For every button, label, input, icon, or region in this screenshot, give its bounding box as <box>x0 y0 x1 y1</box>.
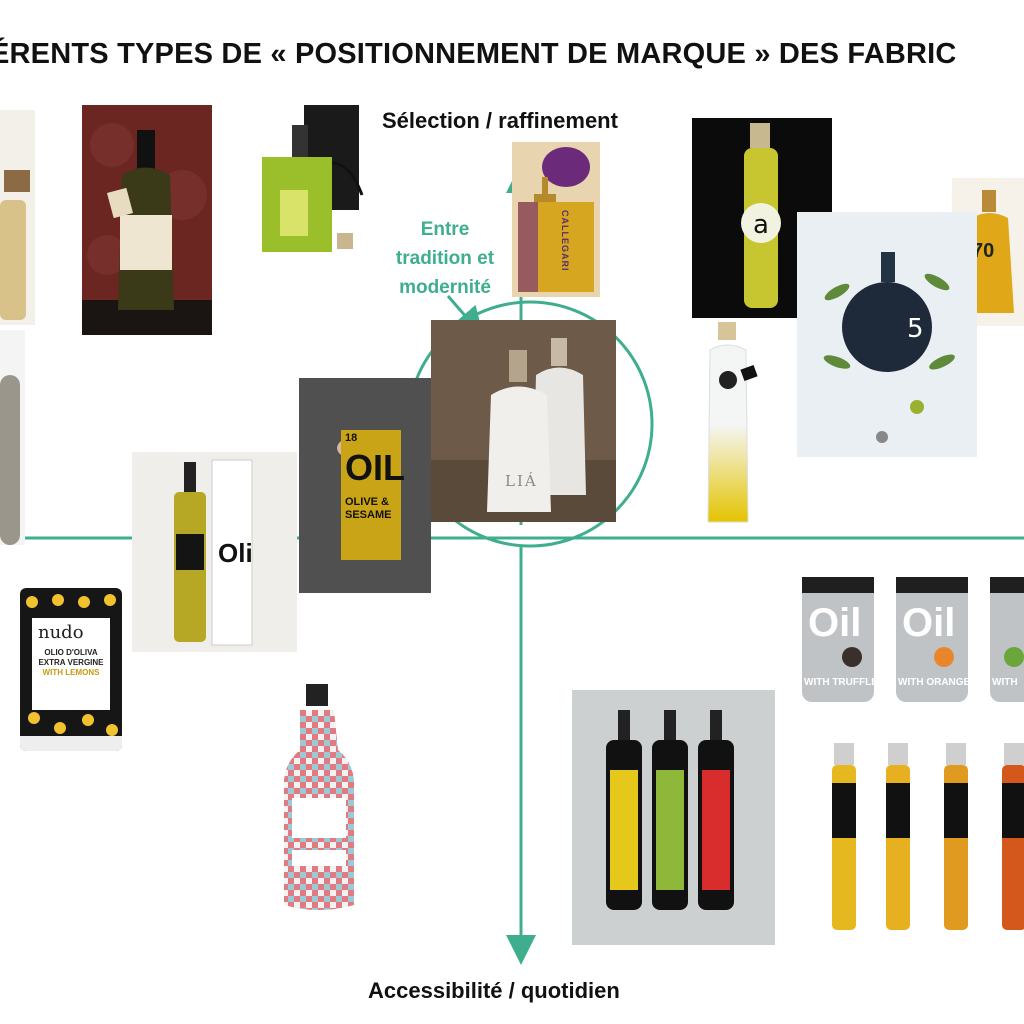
center-label-line: modernité <box>399 277 491 298</box>
seventy-label: 70 <box>972 240 995 262</box>
nudo-line: WITH LEMONS <box>42 668 100 677</box>
tin-oil-label: Oil <box>808 601 862 645</box>
product-photo-callegari-bottle: CALLEGARI <box>512 142 600 297</box>
product-photo-lia-bottles: LIÁ <box>431 320 616 522</box>
svg-text:a: a <box>753 210 769 240</box>
oil18-label: 18 <box>345 432 358 444</box>
tin-truffle-label: WITH TRUFFLE <box>804 677 878 688</box>
nudo-brand-label: nudo <box>38 622 84 643</box>
oil-sub-label: OLIVE & SESAME <box>345 496 392 521</box>
axis-label-bottom: Accessibilité / quotidien <box>368 978 620 1003</box>
tin-orange-label: WITH ORANGE <box>898 677 971 688</box>
product-photo-gradient-bottle <box>698 322 758 527</box>
axis-label-top: Sélection / raffinement <box>382 108 618 133</box>
product-photo-thin-vials <box>822 738 1024 938</box>
svg-text:5: 5 <box>907 314 924 344</box>
product-photo-vintage-bottle <box>82 105 212 335</box>
center-label-line: Entre <box>420 219 470 240</box>
tin-third-label: WITH <box>992 677 1018 688</box>
center-label: Entre tradition et modernité <box>380 215 510 302</box>
callegari-label: CALLEGARI <box>560 210 570 272</box>
page-title: ÉRENTS TYPES DE « POSITIONNEMENT DE MARQ… <box>0 38 957 70</box>
product-photo-checkered-bottle <box>228 680 410 928</box>
product-photo-oli-bottle: Oli <box>132 452 297 652</box>
product-photo-left-top-edge <box>0 110 35 325</box>
oil-big-label: OIL <box>345 447 405 488</box>
product-photo-oil-tins: Oil Oil WITH TRUFFLE WITH ORANGE WITH <box>802 565 1024 707</box>
center-label-line: tradition et <box>395 248 495 269</box>
product-photo-round-bottle-poster: 5 <box>797 212 977 457</box>
oli-box-label: Oli <box>218 538 253 568</box>
tin-oil-label: Oil <box>902 601 956 645</box>
product-photo-oil-sesame-tin: 18 OIL OLIVE & SESAME <box>299 378 431 593</box>
product-photo-left-bottom-edge <box>0 330 25 545</box>
nudo-line: OLIO D'OLIVA <box>44 648 98 657</box>
product-photo-three-bottles <box>572 690 775 945</box>
product-photo-green-square-bottle <box>262 105 367 260</box>
lia-label: LIÁ <box>505 472 538 490</box>
product-photo-nudo-tin: nudo OLIO D'OLIVA EXTRA VERGINE WITH LEM… <box>20 588 122 751</box>
nudo-line: EXTRA VERGINE <box>38 658 104 667</box>
